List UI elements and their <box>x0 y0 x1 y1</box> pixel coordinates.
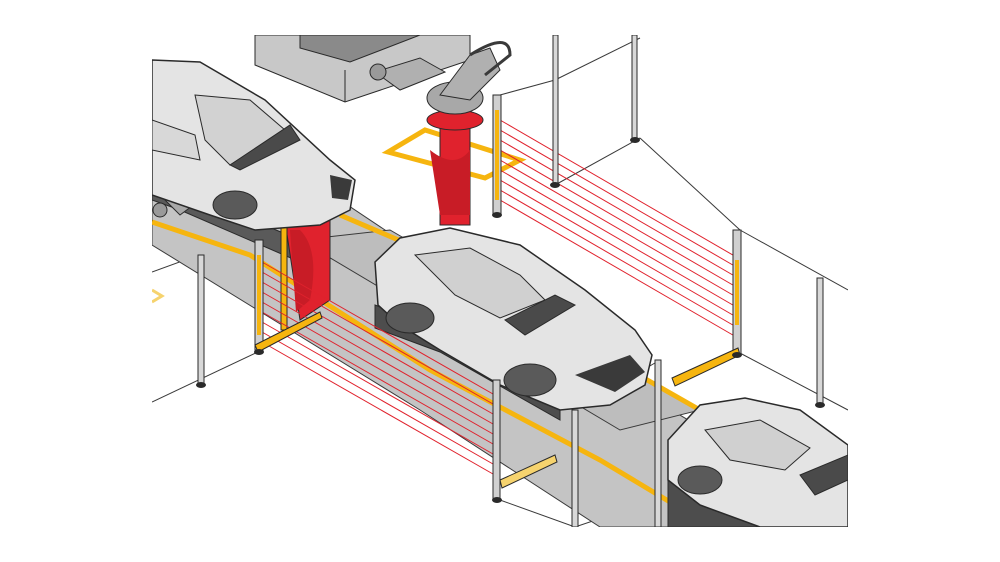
car-body-right <box>667 397 848 527</box>
robot-arm-top <box>369 41 527 226</box>
fence-posts <box>197 35 824 527</box>
car-body-center <box>374 227 653 411</box>
fence-post-feet <box>196 137 825 503</box>
car-body-left <box>152 59 356 231</box>
light-curtain-right-beams <box>499 119 739 339</box>
light-curtain-front-beams <box>261 261 501 479</box>
